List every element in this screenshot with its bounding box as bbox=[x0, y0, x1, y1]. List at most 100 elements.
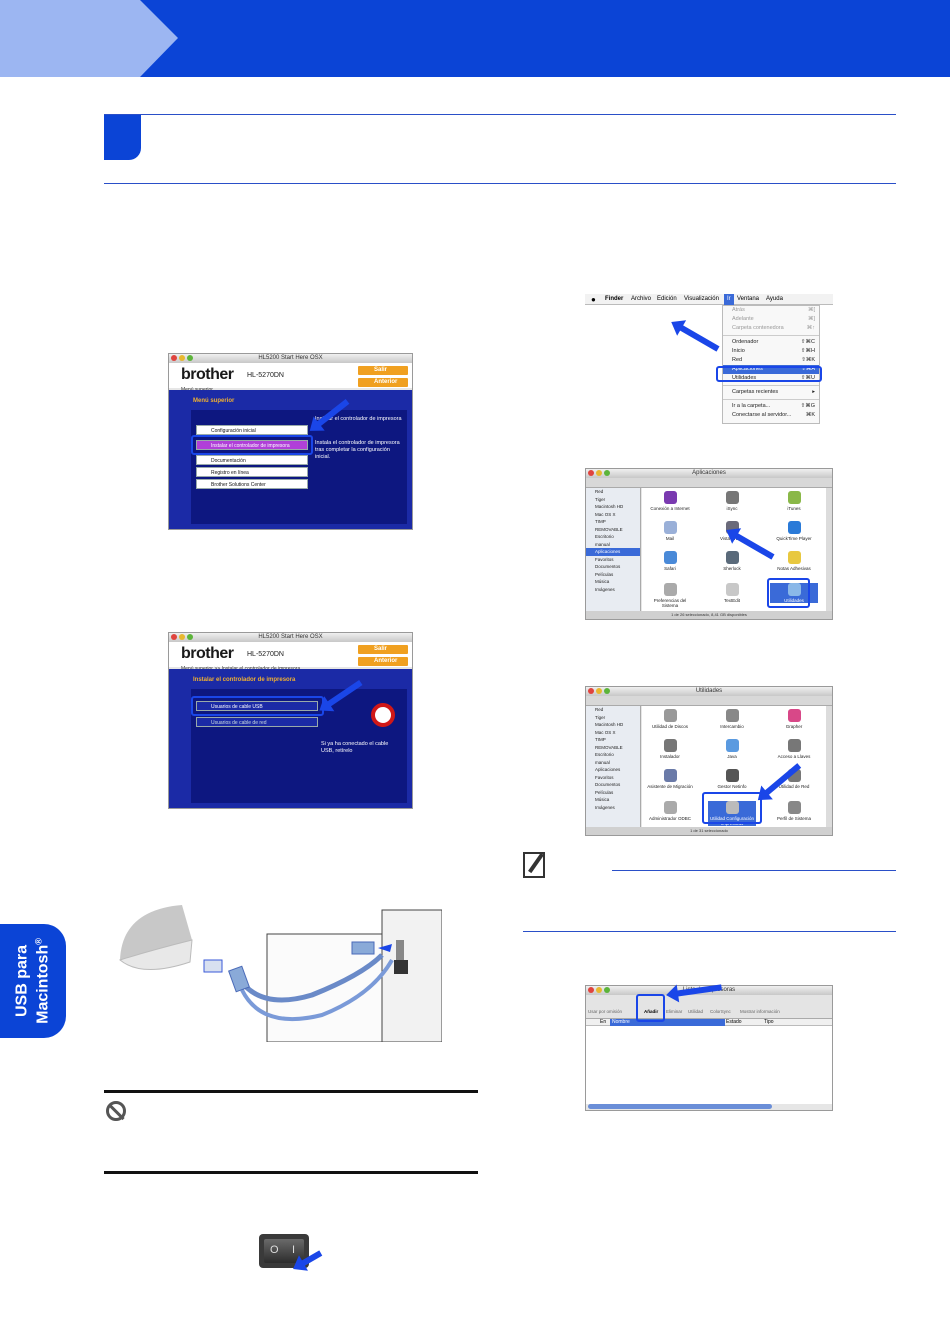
close-icon[interactable] bbox=[588, 470, 594, 476]
app-icon[interactable]: Gestor Netinfo bbox=[708, 769, 756, 789]
app-icon[interactable]: Conexión a Internet bbox=[646, 491, 694, 511]
sidebar-item[interactable]: Escritorio bbox=[595, 752, 614, 757]
app-icon[interactable]: Safari bbox=[646, 551, 694, 571]
sidebar-item[interactable]: Mac OS X bbox=[595, 729, 616, 735]
close-icon[interactable] bbox=[588, 688, 594, 694]
app-icon[interactable]: Instalador bbox=[646, 739, 694, 759]
column-name[interactable]: Nombre bbox=[610, 1019, 725, 1026]
sidebar-item[interactable]: Favoritos bbox=[595, 774, 614, 780]
column-type[interactable]: Tipo bbox=[764, 1019, 774, 1025]
menu-item-back[interactable]: Atrás⌘[ bbox=[732, 307, 815, 313]
menu-item-go-to-folder[interactable]: Ir a la carpeta...⇧⌘G bbox=[732, 403, 815, 409]
zoom-icon[interactable] bbox=[187, 355, 193, 361]
menu-window[interactable]: Ventana bbox=[737, 296, 760, 302]
column-status[interactable]: Estado bbox=[726, 1019, 742, 1025]
sidebar-item[interactable]: Música bbox=[595, 579, 610, 584]
sidebar-item[interactable]: Imágenes bbox=[595, 804, 615, 810]
menu-item-forward[interactable]: Adelante⌘] bbox=[732, 316, 815, 322]
minimize-icon[interactable] bbox=[179, 355, 185, 361]
menu-file[interactable]: Archivo bbox=[631, 296, 652, 302]
scrollbar[interactable] bbox=[826, 706, 832, 827]
close-icon[interactable] bbox=[588, 987, 594, 993]
back-button[interactable]: Anterior bbox=[358, 657, 408, 666]
app-icon[interactable]: Sherlock bbox=[708, 551, 756, 571]
menu-item-network[interactable]: Red⇧⌘K bbox=[732, 357, 815, 363]
apple-icon[interactable]: ● bbox=[591, 295, 596, 304]
menu-item-recent-folders[interactable]: Carpetas recientes▸ bbox=[732, 389, 815, 395]
app-icon[interactable]: Grapher bbox=[770, 709, 818, 729]
sidebar-item[interactable]: Documentos bbox=[595, 782, 621, 787]
sidebar-item[interactable]: Documentos bbox=[595, 564, 621, 569]
app-icon[interactable]: Preferencias del Sistema bbox=[646, 583, 694, 608]
add-button[interactable]: Añadir bbox=[644, 1009, 659, 1014]
scrollbar[interactable] bbox=[826, 488, 832, 611]
sidebar-item[interactable]: Música bbox=[595, 797, 610, 802]
app-icon[interactable]: Notas Adhesivas bbox=[770, 551, 818, 571]
menu-item-install-driver[interactable]: Instalar el controlador de impresora bbox=[196, 440, 308, 450]
option-network-cable[interactable]: Usuarios de cable de red bbox=[196, 717, 318, 727]
sidebar-item[interactable]: manual bbox=[595, 541, 610, 547]
zoom-icon[interactable] bbox=[604, 470, 610, 476]
minimize-icon[interactable] bbox=[179, 634, 185, 640]
app-icon[interactable]: Asistente de Migración bbox=[646, 769, 694, 789]
menu-help[interactable]: Ayuda bbox=[766, 296, 783, 302]
app-icon[interactable]: Intercambio bbox=[708, 709, 756, 729]
app-icon[interactable]: Administrador ODBC bbox=[646, 801, 694, 821]
back-button[interactable]: Anterior bbox=[358, 378, 408, 387]
menu-item-registration[interactable]: Registro en línea bbox=[196, 467, 308, 477]
exit-button[interactable]: Salir bbox=[358, 645, 408, 654]
menu-item-documentation[interactable]: Documentación bbox=[196, 455, 308, 465]
minimize-icon[interactable] bbox=[596, 470, 602, 476]
sidebar-item[interactable]: Mac OS X bbox=[595, 511, 616, 517]
delete-button[interactable]: Eliminar bbox=[666, 1009, 683, 1014]
app-icon[interactable]: Perfil de Sistema bbox=[770, 801, 818, 821]
menu-item-applications[interactable]: Aplicaciones⇧⌘A bbox=[723, 365, 819, 374]
zoom-icon[interactable] bbox=[187, 634, 193, 640]
sidebar-item[interactable]: TIMP bbox=[595, 519, 606, 524]
menu-item-solutions-center[interactable]: Brother Solutions Center bbox=[196, 479, 308, 489]
app-icon[interactable]: Acceso a Llaves bbox=[770, 739, 818, 759]
menu-item-computer[interactable]: Ordenador⇧⌘C bbox=[732, 339, 815, 345]
minimize-icon[interactable] bbox=[596, 688, 602, 694]
sidebar-item[interactable]: Macintosh HD bbox=[595, 504, 624, 509]
sidebar-item[interactable]: Películas bbox=[595, 789, 614, 795]
app-icon[interactable]: TextEdit bbox=[708, 583, 756, 603]
menu-edit[interactable]: Edición bbox=[657, 296, 677, 302]
app-icon[interactable]: iTunes bbox=[770, 491, 818, 511]
sidebar-item[interactable]: Red bbox=[595, 707, 604, 712]
menu-item-setup[interactable]: Configuración inicial bbox=[196, 425, 308, 435]
sidebar-item[interactable]: manual bbox=[595, 759, 610, 765]
horizontal-scrollbar[interactable] bbox=[588, 1104, 772, 1109]
sidebar-item[interactable]: REMOVABLE bbox=[595, 744, 623, 750]
sidebar-item[interactable]: Favoritos bbox=[595, 556, 614, 562]
app-icon[interactable]: QuickTime Player bbox=[770, 521, 818, 541]
menu-item-home[interactable]: Inicio⇧⌘H bbox=[732, 348, 815, 354]
menu-view[interactable]: Visualización bbox=[684, 296, 719, 302]
menu-go[interactable]: Ir bbox=[724, 294, 734, 305]
sidebar-item[interactable]: Películas bbox=[595, 571, 614, 577]
app-icon[interactable]: Mail bbox=[646, 521, 694, 541]
sidebar-item[interactable]: TIMP bbox=[595, 737, 606, 742]
info-button[interactable]: Mostrar información bbox=[740, 1009, 780, 1014]
zoom-icon[interactable] bbox=[604, 987, 610, 993]
app-icon[interactable]: iSync bbox=[708, 491, 756, 511]
app-icon[interactable]: Utilidad de Discos bbox=[646, 709, 694, 729]
sidebar-item[interactable]: Red bbox=[595, 489, 604, 494]
sidebar-item[interactable]: Aplicaciones bbox=[595, 767, 621, 772]
exit-button[interactable]: Salir bbox=[358, 366, 408, 375]
sidebar-item[interactable]: Tiger bbox=[595, 714, 606, 720]
menu-item-enclosing-folder[interactable]: Carpeta contenedora⌘↑ bbox=[732, 325, 815, 331]
zoom-icon[interactable] bbox=[604, 688, 610, 694]
utilities-folder-icon[interactable]: Utilidades bbox=[770, 583, 818, 603]
minimize-icon[interactable] bbox=[596, 987, 602, 993]
colorsync-button[interactable]: ColorSync bbox=[710, 1009, 731, 1014]
sidebar-item[interactable]: Tiger bbox=[595, 496, 606, 502]
sidebar-item[interactable]: Macintosh HD bbox=[595, 722, 624, 727]
close-icon[interactable] bbox=[171, 355, 177, 361]
utility-button[interactable]: Utilidad bbox=[688, 1009, 704, 1014]
default-button[interactable]: Usar por omisión bbox=[588, 1009, 623, 1014]
sidebar-item-applications[interactable]: Aplicaciones bbox=[586, 548, 640, 556]
menu-item-connect-server[interactable]: Conectarse al servidor...⌘K bbox=[732, 412, 815, 418]
column-in-use[interactable]: En bbox=[600, 1019, 607, 1025]
sidebar-item[interactable]: REMOVABLE bbox=[595, 526, 623, 532]
